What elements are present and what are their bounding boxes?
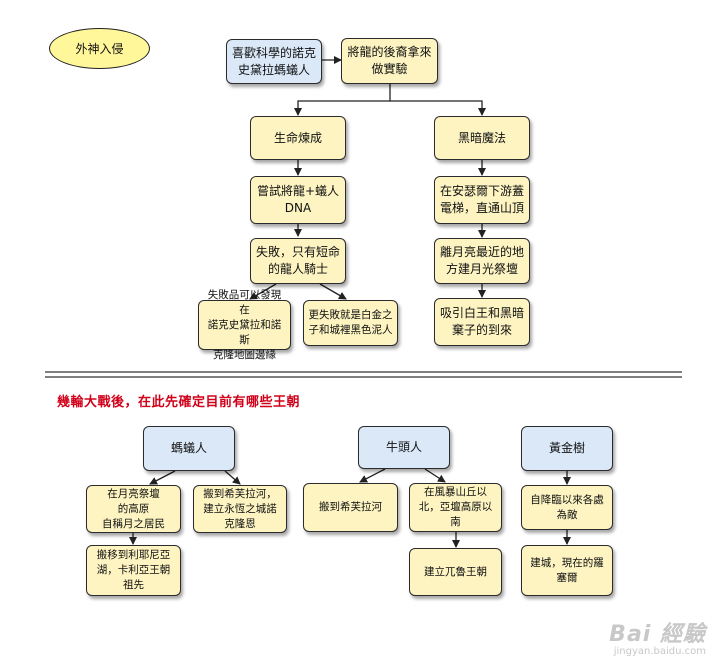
section-title: 幾輪大戰後，在此先確定目前有哪些王朝 — [57, 395, 301, 410]
baidu-watermark: Bai 經驗 jingyan.baidu.com — [609, 616, 706, 657]
tag-invasion: 外神入侵 — [49, 28, 150, 69]
node-bull-people: 牛頭人 — [358, 426, 450, 469]
node-life-alchemy: 生命煉成 — [250, 116, 346, 160]
node-dragon-experiment: 將龍的後裔拿來 做實驗 — [341, 38, 438, 84]
node-tree-leyndell: 建城，現在的羅 塞爾 — [521, 545, 613, 596]
node-bull-location: 在風暴山丘以 北，亞壇高原以 南 — [409, 483, 502, 532]
watermark-logo: Bai 經驗 — [609, 622, 706, 647]
node-dragon-ant-dna: 嘗試將龍+蟻人 DNA — [250, 176, 346, 224]
node-dark-magic: 黑暗魔法 — [434, 116, 530, 160]
node-ant-people: 螞蟻人 — [143, 426, 235, 471]
node-moonlight-altar: 離月亮最近的地 方建月光祭壇 — [434, 238, 530, 284]
node-bull-siofra: 搬到希芙拉河 — [303, 483, 398, 532]
watermark-url: jingyan.baidu.com — [613, 646, 706, 657]
node-tree-enemies: 自降臨以來各處 為敵 — [521, 485, 613, 530]
node-failed-dragon-knight: 失敗，只有短命 的龍人騎士 — [250, 238, 346, 284]
node-carian-ancestor: 搬移到利耶尼亞 湖，卡利亞王朝 祖先 — [86, 545, 181, 596]
node-golden-tree: 黃金樹 — [521, 426, 613, 471]
node-elevator: 在安瑟爾下游蓋 電梯，直通山頂 — [434, 176, 530, 224]
node-moon-residents: 在月亮祭壇 的高原 自稱月之居民 — [86, 485, 181, 533]
node-start-scientist-ant: 喜歡科學的諾克 史黛拉螞蟻人 — [226, 39, 322, 84]
node-failure-map-edge: 失敗品可以發現在 諾克史黛拉和諾斯 克隆地圖邊緣 — [198, 289, 291, 361]
node-failure-platinum: 更失敗就是白金之 子和城裡黑色泥人 — [303, 300, 398, 346]
node-attract-white-king: 吸引白王和黑暗 棄子的到來 — [434, 298, 530, 346]
node-bull-dynasty: 建立兀魯王朝 — [409, 548, 502, 596]
node-eternal-city: 搬到希芙拉河， 建立永恆之城諾 克隆恩 — [193, 485, 287, 533]
